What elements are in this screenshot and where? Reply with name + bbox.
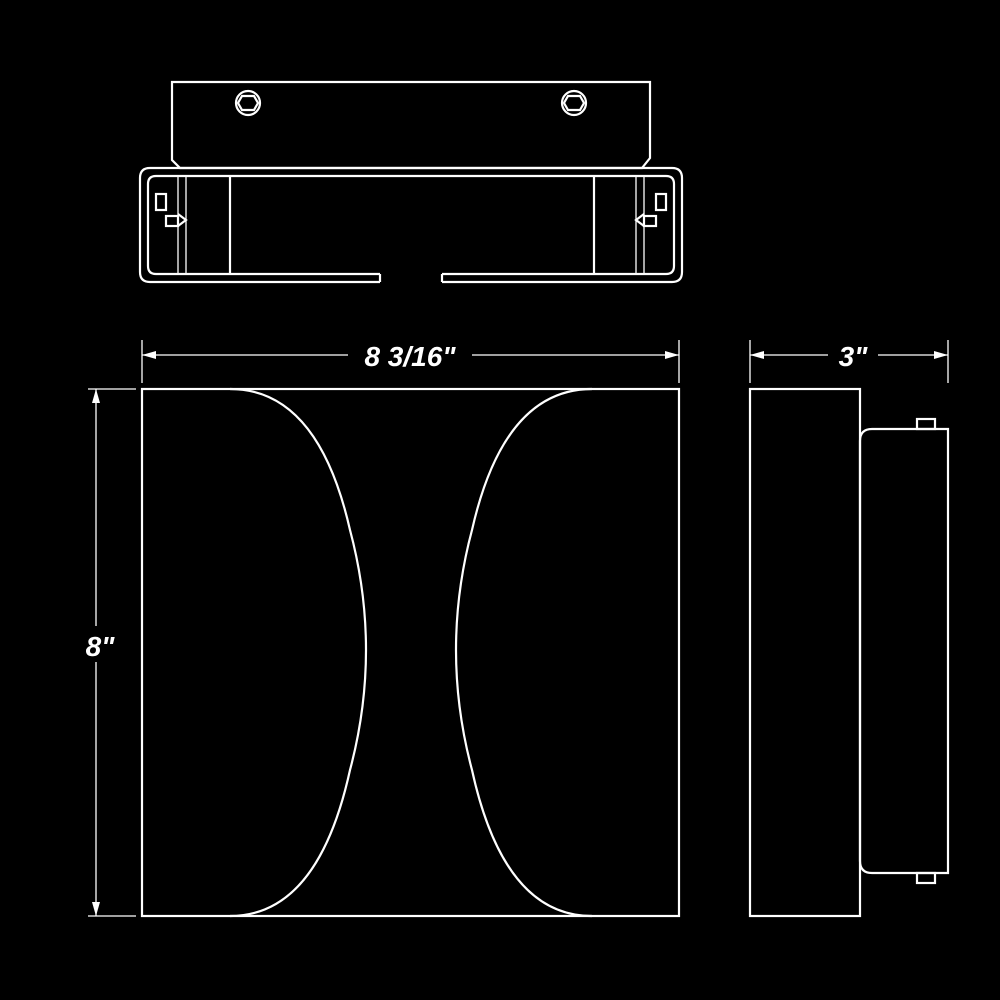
width-dimension-label: 8 3/16" <box>364 341 456 372</box>
left-curved-panel <box>229 387 368 918</box>
side-backplate <box>858 427 950 875</box>
housing-inner <box>146 174 676 276</box>
side-panel <box>748 387 862 918</box>
housing-outer <box>138 166 684 284</box>
front-view <box>140 387 681 918</box>
front-panel <box>140 387 681 918</box>
backplate-tab-top <box>915 417 937 431</box>
backplate-tab-bottom <box>915 871 937 885</box>
side-view <box>748 387 950 918</box>
mounting-screw-left-icon <box>234 89 262 117</box>
right-curved-panel <box>454 387 593 918</box>
top-view <box>138 80 684 284</box>
depth-dimension: 3" <box>749 336 949 383</box>
height-dimension: 8" <box>74 388 136 917</box>
height-dimension-label: 8" <box>86 631 116 662</box>
depth-dimension-label: 3" <box>839 341 869 372</box>
width-dimension: 8 3/16" <box>141 336 680 383</box>
clip-right-icon <box>634 192 668 228</box>
clip-left-icon <box>154 192 188 228</box>
mounting-screw-right-icon <box>560 89 588 117</box>
